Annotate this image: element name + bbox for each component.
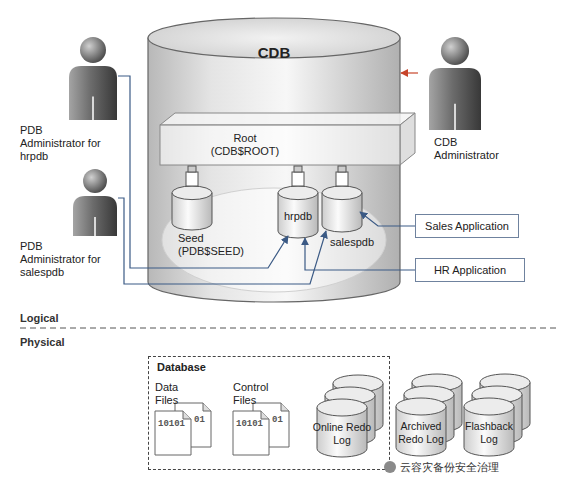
container-cylinder: CDB Root (CDB$ROOT) Seed (PDB$SEED) hrpdbsa… (148, 18, 400, 302)
section-label: Physical (20, 336, 65, 348)
log-cylinders: Online Redo Log (317, 375, 385, 459)
person-head (83, 169, 107, 193)
plug-body (292, 172, 304, 186)
node-text: HR Application (416, 264, 524, 277)
plug-body (336, 172, 348, 186)
pdb-cylinder: hrpdb (278, 186, 318, 238)
node-text: Root (CDB$ROOT) (205, 132, 285, 158)
cylinder-top (278, 186, 318, 200)
person-head (80, 37, 106, 63)
file-page (155, 411, 191, 455)
cylinder-shape (322, 186, 362, 232)
node-text: Flashback Log (459, 420, 519, 445)
person-shape (428, 36, 482, 130)
cylinder-body (148, 38, 400, 302)
cylinder-top (317, 399, 367, 416)
log-cylinders: Flashback Log (464, 374, 532, 458)
application-box: HR Application (415, 258, 525, 282)
application-box: Sales Application (415, 214, 519, 238)
plug-body (186, 172, 198, 186)
node-text: salespdb (330, 236, 390, 249)
slab-side (400, 113, 415, 165)
pdb-cylinder: salespdb (322, 186, 362, 232)
cyl-shape (322, 186, 362, 232)
node-text: Database (157, 361, 257, 374)
cylinder-top (464, 398, 514, 415)
slab-front (160, 125, 400, 165)
connector-arrow (401, 72, 418, 73)
cyl-shape (172, 186, 212, 230)
person-leg-gap (94, 217, 96, 236)
administrator-figure: PDB Administrator for salespdb (72, 168, 118, 236)
file-icon: Data Files (153, 381, 215, 459)
node-text: Seed (PDB$SEED) (178, 232, 250, 258)
file-fold (261, 411, 269, 419)
section-label: Logical (20, 312, 59, 324)
connector-arrow (118, 76, 288, 268)
connector-arrow (360, 212, 415, 226)
pdb-cylinder: Seed (PDB$SEED) (172, 186, 212, 230)
plug-symbol (186, 166, 198, 186)
database-group: DatabaseData FilesControl FilesOnline Re… (148, 356, 390, 470)
person-body (429, 68, 481, 130)
cylinder-top (172, 186, 212, 200)
person-body (69, 66, 117, 120)
administrator-figure: PDB Administrator for hrpdb (68, 36, 118, 120)
slab-top (160, 113, 415, 125)
stack-shape (317, 375, 385, 459)
stack-shape (396, 374, 464, 458)
person-body (73, 196, 117, 236)
person-leg-gap (92, 96, 94, 120)
node-text: Data Files (155, 381, 195, 407)
plug-symbol (336, 166, 348, 186)
node-text: PDB Administrator for salespdb (20, 240, 108, 280)
file-icon: Control Files (231, 381, 297, 459)
root-container: Root (CDB$ROOT) (160, 113, 415, 165)
node-text: CDB Administrator (434, 136, 514, 162)
person-shape (68, 36, 118, 120)
person-leg-gap (454, 104, 456, 130)
node-text: Control Files (233, 381, 277, 407)
connector-arrow (305, 238, 415, 270)
plug-symbol (292, 166, 304, 186)
cylinder-shape (172, 186, 212, 230)
person-shape (72, 168, 118, 236)
plug-tip (188, 166, 196, 172)
administrator-figure: CDB Administrator (428, 36, 482, 130)
plug-tip (294, 166, 302, 172)
file-fold (183, 411, 191, 419)
log-cylinders: Archived Redo Log (396, 374, 464, 458)
person-head (441, 37, 469, 65)
node-text: Archived Redo Log (391, 420, 451, 445)
file-fold (203, 403, 211, 411)
file-page (233, 411, 269, 455)
cylinder-top (322, 186, 362, 200)
node-text: Sales Application (416, 220, 518, 233)
divider-line (20, 328, 556, 329)
node-text: hrpdb (273, 210, 323, 223)
node-text: CDB (148, 44, 400, 62)
cylinder-top (396, 398, 446, 415)
stack-shape (464, 374, 532, 458)
connector-arrow (118, 198, 326, 284)
slab-shape (160, 113, 415, 165)
plug-tip (338, 166, 346, 172)
watermark: 云容灾备份安全治理 (400, 460, 499, 475)
node-text: Online Redo Log (312, 421, 372, 446)
file-fold (281, 403, 289, 411)
wechat-icon (384, 461, 396, 473)
node-text: PDB Administrator for hrpdb (20, 124, 108, 164)
